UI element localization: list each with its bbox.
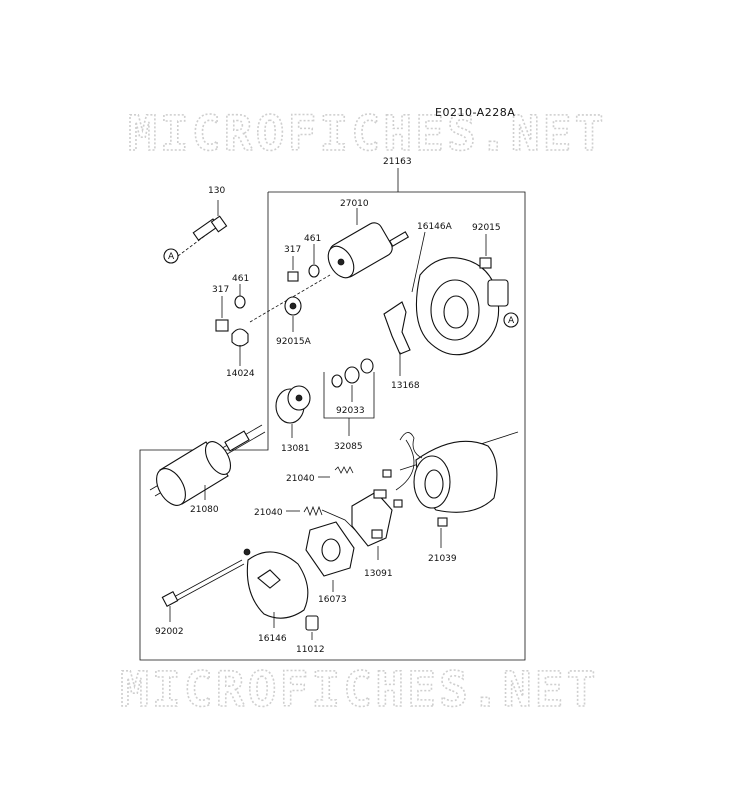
- label-21040-upper: 21040: [286, 474, 315, 484]
- label-21039: 21039: [428, 554, 457, 564]
- nut-92015A: [284, 296, 302, 332]
- label-32085: 32085: [334, 442, 363, 452]
- svg-text:A: A: [508, 316, 515, 326]
- label-92033: 92033: [336, 406, 365, 416]
- label-461-lower: 461: [232, 274, 249, 284]
- label-11012: 11012: [296, 645, 325, 655]
- armature-21080: [149, 424, 266, 506]
- cap-11012: [305, 615, 319, 640]
- label-130: 130: [208, 186, 225, 196]
- label-92015A: 92015A: [276, 337, 312, 347]
- label-14024: 14024: [226, 369, 255, 379]
- ref-marker-a-right: A: [503, 312, 519, 328]
- clutch-13081: [275, 385, 311, 438]
- washer-set-92033: [323, 358, 375, 436]
- label-92002: 92002: [155, 627, 184, 637]
- label-317-lower: 317: [212, 285, 229, 295]
- label-13081: 13081: [281, 444, 310, 454]
- label-16146A: 16146A: [417, 222, 453, 232]
- housing-16146A: [411, 231, 516, 356]
- label-16146: 16146: [258, 634, 287, 644]
- solenoid-27010: [249, 208, 410, 323]
- end-cover-16146: [243, 548, 309, 628]
- yoke-21039: [382, 431, 519, 548]
- label-27010: 27010: [340, 199, 369, 209]
- svg-text:A: A: [168, 252, 175, 262]
- watermark-top: MICROFICHES.NET: [128, 106, 606, 162]
- lever-13168: [383, 301, 411, 376]
- nut-317-lower: [215, 296, 229, 332]
- brush-holder-13091: [351, 489, 393, 560]
- cap-14024: [231, 328, 249, 366]
- nut-92015-upper: [479, 234, 492, 269]
- label-21163: 21163: [383, 157, 412, 167]
- spring-21040-upper: [318, 466, 354, 478]
- washer-461-upper: [308, 244, 320, 278]
- nut-317-upper: [287, 256, 299, 282]
- label-21080: 21080: [190, 505, 219, 515]
- assembly-frame: [139, 168, 526, 661]
- label-16073: 16073: [318, 595, 347, 605]
- bolt-130: [177, 200, 228, 257]
- label-21040-lower: 21040: [254, 508, 283, 518]
- label-461-upper: 461: [304, 234, 321, 244]
- label-13091: 13091: [364, 569, 393, 579]
- washer-461-lower: [234, 284, 246, 309]
- through-bolt-92002: [161, 559, 245, 622]
- diagram-code: E0210-A228A: [435, 106, 515, 119]
- label-92015-upper: 92015: [472, 223, 501, 233]
- ref-marker-a-left: A: [163, 248, 179, 264]
- label-13168: 13168: [391, 381, 420, 391]
- watermark-bottom: MICROFICHES.NET: [120, 662, 598, 718]
- spring-21040-lower: [286, 505, 356, 531]
- label-317-upper: 317: [284, 245, 301, 255]
- plate-16073: [305, 521, 355, 592]
